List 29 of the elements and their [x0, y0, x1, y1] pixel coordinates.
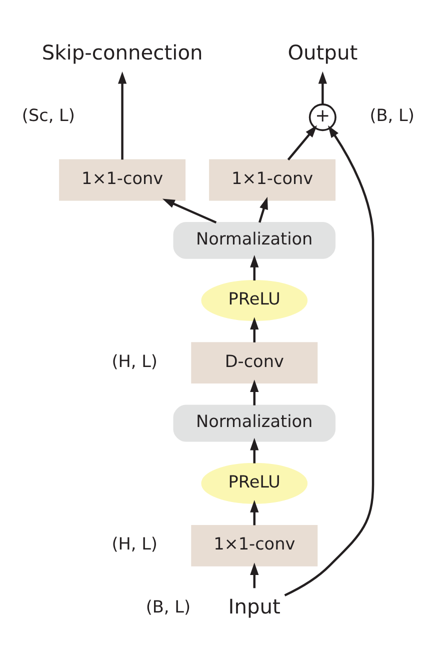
node-circle: +: [308, 104, 336, 132]
arrow: [287, 125, 318, 160]
label: (B, L): [146, 596, 190, 616]
arrow: [318, 71, 327, 104]
node-ellipse: PReLU: [201, 280, 308, 322]
arrow: [258, 196, 268, 223]
node-box: 1×1-conv: [59, 159, 186, 201]
node-text: Input: [228, 594, 280, 618]
label: (B, L): [370, 105, 414, 126]
node-box: 1×1-conv: [209, 159, 336, 201]
node-text: Output: [288, 40, 358, 65]
node-text: Skip-connection: [42, 40, 203, 65]
arrow: [250, 317, 259, 342]
node-box: Normalization: [173, 404, 336, 442]
arrow: [162, 198, 217, 224]
label: (H, L): [112, 534, 158, 554]
node-box: D-conv: [191, 342, 318, 384]
arrow: [250, 380, 259, 406]
node-box: Normalization: [173, 222, 336, 259]
node-box: 1×1-conv: [191, 524, 318, 566]
node-ellipse: PReLU: [201, 462, 308, 504]
label: (H, L): [112, 350, 158, 371]
arrow: [250, 438, 259, 464]
arrow: [250, 255, 259, 280]
arrow: [284, 125, 374, 596]
label: (Sc, L): [22, 105, 75, 126]
arrow: [250, 500, 259, 526]
arrow: [250, 562, 259, 588]
arrow: [118, 71, 127, 160]
